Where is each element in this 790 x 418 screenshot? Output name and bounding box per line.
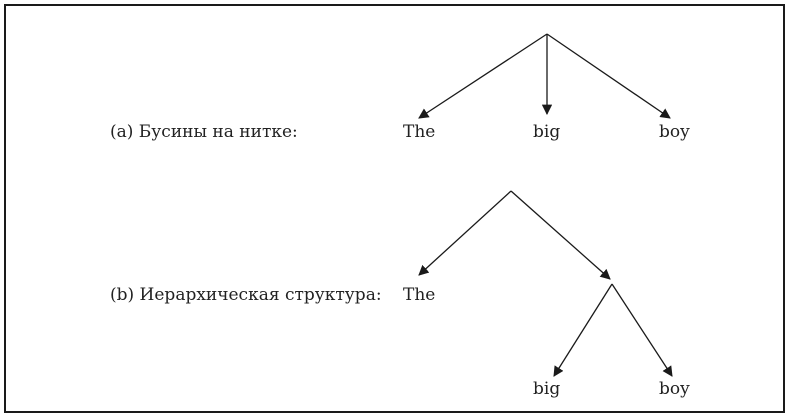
panel-b-word-boy: boy <box>659 379 690 399</box>
arrow-b-boy <box>611 283 673 377</box>
panel-b-word-big: big <box>533 379 561 399</box>
panel-a-word-boy: boy <box>659 122 690 142</box>
panel-b-label: (b) Иерархическая структура: <box>110 285 382 305</box>
panel-a-label: (a) Бусины на нитке: <box>110 122 298 142</box>
arrow-a-boy <box>546 33 671 119</box>
arrow-a-the <box>418 33 548 119</box>
arrow-b-the <box>418 190 512 276</box>
panel-a-word-the: The <box>403 122 436 142</box>
panel-b-word-the: The <box>403 285 436 305</box>
flat-tree-arrows <box>418 33 671 119</box>
figure-frame <box>4 4 785 413</box>
arrow-b-big <box>553 283 613 377</box>
hierarchical-tree-arrows <box>418 190 673 377</box>
arrow-b-subtree <box>510 190 611 280</box>
panel-a-word-big: big <box>533 122 561 142</box>
